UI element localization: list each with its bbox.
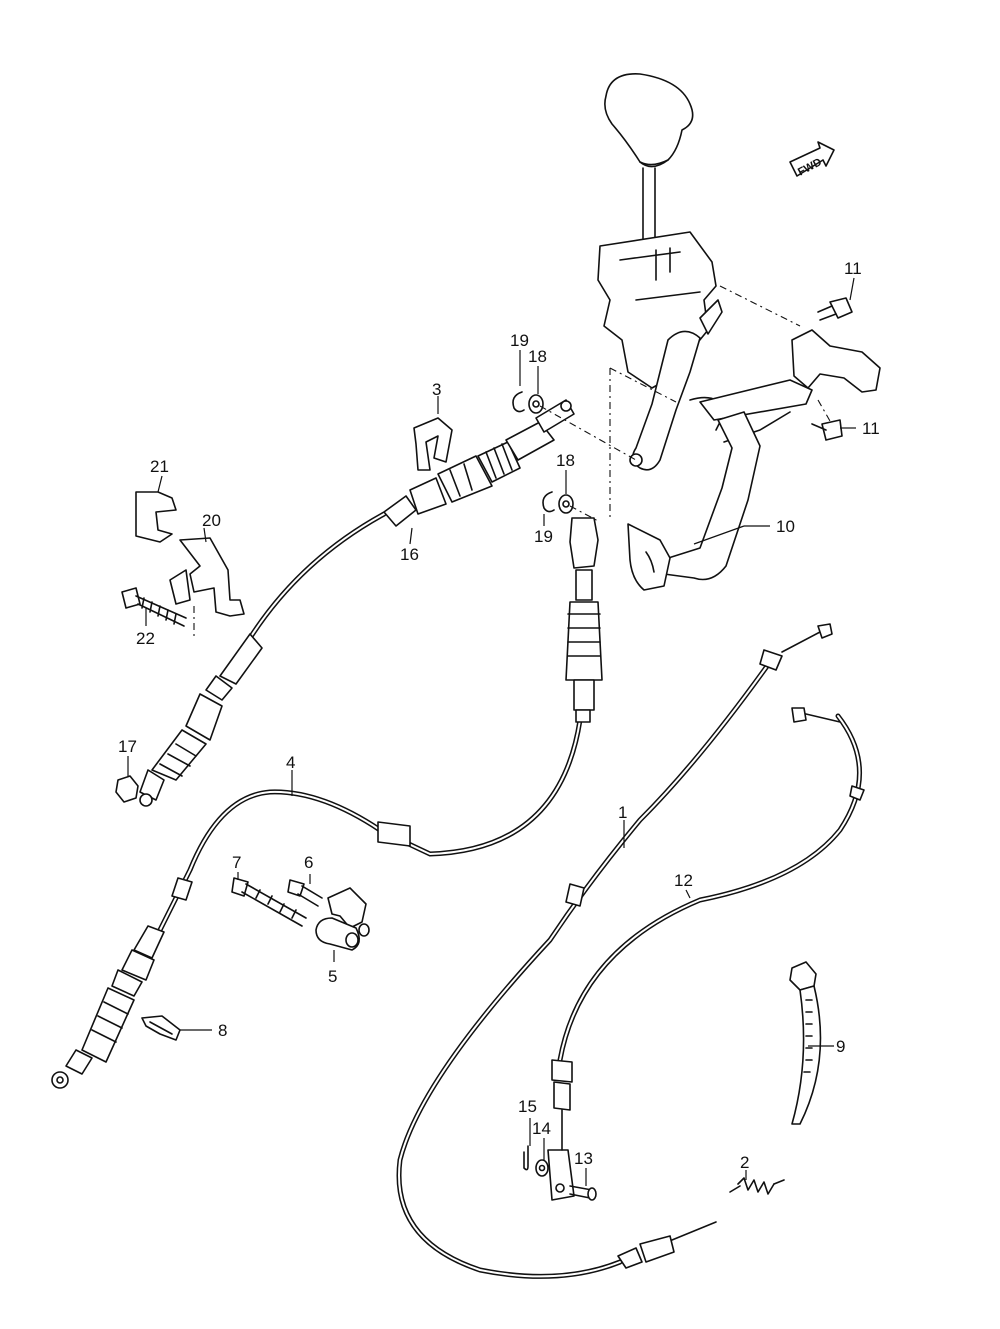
callout-9: 9 [836, 1037, 845, 1056]
fwd-arrow-icon: FWD [789, 141, 835, 179]
cotter-pin-15 [523, 1145, 529, 1171]
cable-tie-9 [789, 961, 822, 1125]
clip-3 [413, 417, 453, 471]
washer-18-upper [528, 394, 544, 414]
e-clip-19-lower [542, 491, 555, 513]
callout-4: 4 [286, 753, 295, 772]
callout-18-lower: 18 [556, 451, 575, 470]
callout-19-upper: 19 [510, 331, 529, 350]
parking-cable-1 [396, 623, 833, 1279]
callout-11-lower: 11 [862, 419, 880, 438]
callout-1: 1 [618, 803, 627, 822]
callout-13: 13 [574, 1149, 593, 1168]
shift-cable-16 [139, 399, 575, 807]
spring-2 [729, 1177, 785, 1195]
callout-21: 21 [150, 457, 169, 476]
callout-22: 22 [136, 629, 155, 648]
callout-15: 15 [518, 1097, 537, 1116]
select-cable-4 [51, 517, 603, 1089]
nut-17 [115, 775, 139, 803]
bolt-lower-11 [811, 419, 843, 441]
bolt-7 [231, 877, 307, 927]
washer-18-lower [558, 494, 574, 514]
callout-17: 17 [118, 737, 137, 756]
callout-3: 3 [432, 380, 441, 399]
bolt-22 [121, 587, 187, 627]
callout-18-upper: 18 [528, 347, 547, 366]
callouts: 1 2 3 4 5 6 7 8 9 10 11 11 12 13 14 15 1… [118, 259, 880, 1172]
bracket-20 [169, 537, 245, 617]
bolt-upper-11 [817, 297, 853, 321]
callout-14: 14 [532, 1119, 551, 1138]
clip-21 [135, 491, 177, 543]
callout-2: 2 [740, 1153, 749, 1172]
pin-13 [569, 1185, 597, 1201]
callout-6: 6 [304, 853, 313, 872]
callout-16: 16 [400, 545, 419, 564]
washer-14 [535, 1159, 549, 1177]
callout-7: 7 [232, 853, 241, 872]
callout-19-lower: 19 [534, 527, 553, 546]
clamp-5 [315, 887, 370, 951]
callout-12: 12 [674, 871, 693, 890]
e-clip-19-upper [512, 391, 525, 413]
shift-lever-assembly [597, 73, 881, 591]
parking-cable-12 [547, 707, 865, 1201]
callout-10: 10 [776, 517, 795, 536]
callout-20: 20 [202, 511, 221, 530]
clip-8 [141, 1015, 181, 1041]
callout-8: 8 [218, 1021, 227, 1040]
bolt-6 [287, 879, 323, 907]
callout-5: 5 [328, 967, 337, 986]
leader-lines [127, 277, 856, 1186]
callout-11-upper: 11 [844, 259, 862, 278]
